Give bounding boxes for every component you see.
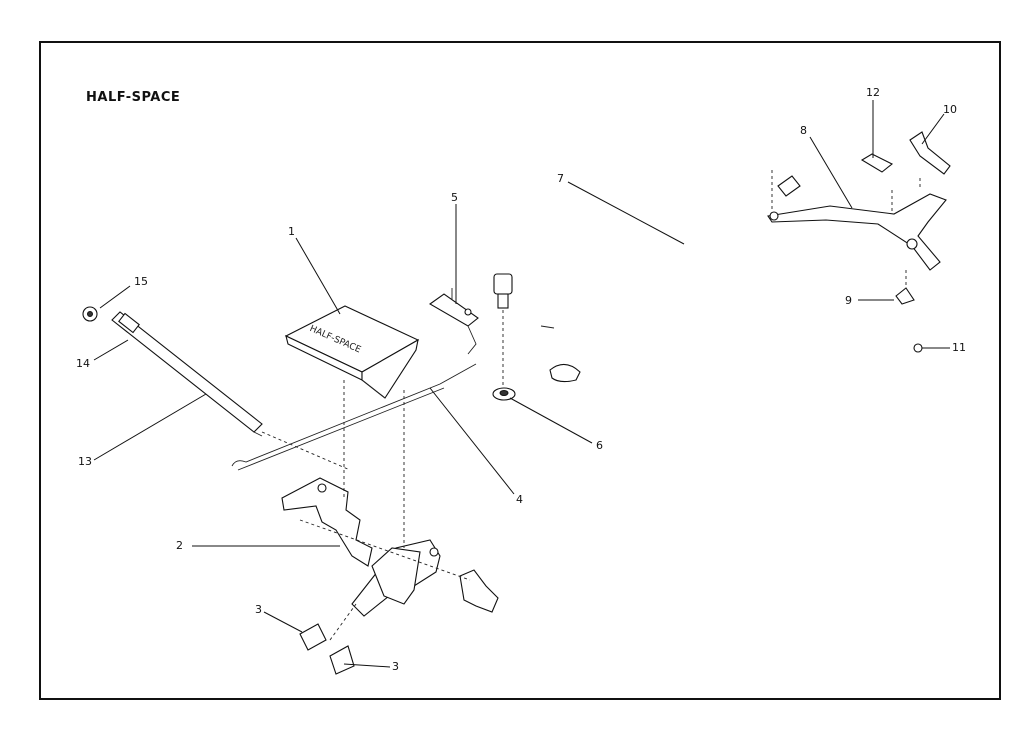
washer-part (492, 387, 516, 401)
shaft-assembly (82, 306, 351, 471)
callout-4: 4 (516, 493, 523, 506)
right-subassembly (767, 131, 951, 353)
callout-9: 9 (845, 294, 852, 307)
callout-2: 2 (176, 539, 183, 552)
bracket-part (428, 288, 479, 355)
callout-6: 6 (596, 439, 603, 452)
callout-12: 12 (866, 86, 880, 99)
screw-part (493, 273, 513, 386)
callout-13: 13 (78, 455, 92, 468)
diagram-title: HALF-SPACE (86, 90, 181, 105)
diagram-frame (39, 41, 1001, 700)
half-space-key (284, 305, 420, 399)
callout-3a: 3 (255, 603, 262, 616)
callout-7: 7 (557, 172, 564, 185)
callout-1: 1 (288, 225, 295, 238)
callout-11: 11 (952, 341, 966, 354)
lever-assembly (281, 380, 499, 641)
callout-5: 5 (451, 191, 458, 204)
callout-3b: 3 (392, 660, 399, 673)
callout-14: 14 (76, 357, 90, 370)
clip-part (540, 325, 581, 383)
callout-10: 10 (943, 103, 957, 116)
wire-link-part (231, 363, 477, 471)
cap-parts (299, 623, 355, 675)
callout-8: 8 (800, 124, 807, 137)
leader-lines (93, 100, 950, 668)
callout-15: 15 (134, 275, 148, 288)
